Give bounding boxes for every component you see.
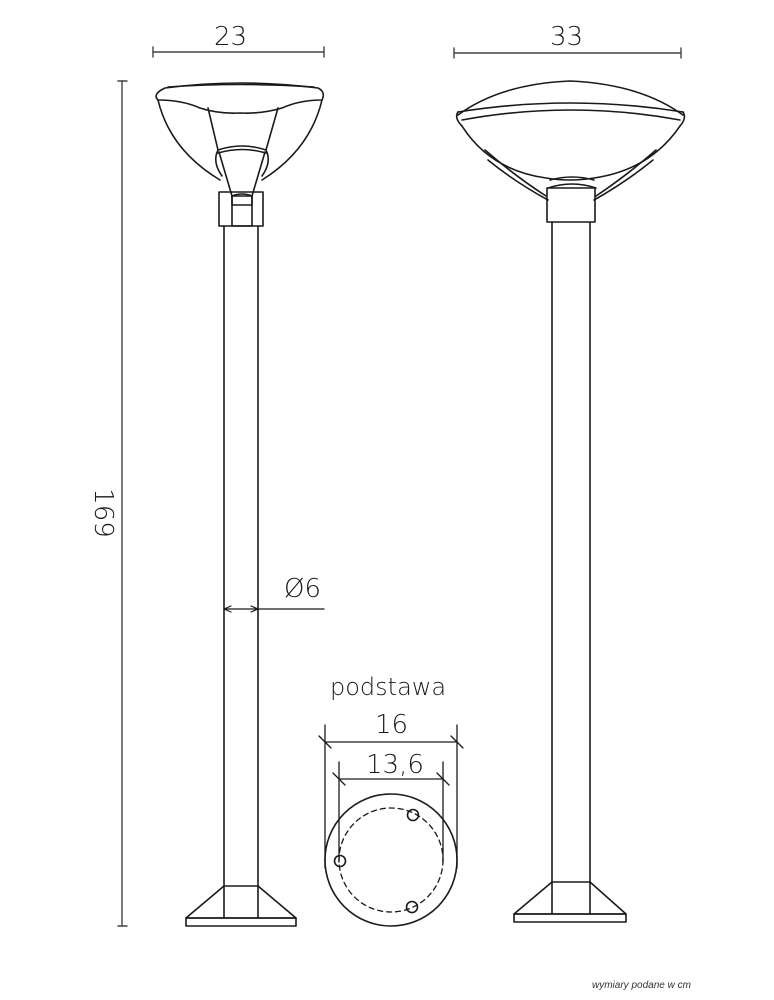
dimension-label-front-width: 23 [214, 22, 248, 52]
dimension-label-base-diameter: 16 [375, 710, 409, 740]
front-view-lamp [155, 82, 325, 927]
dimension-label-pole-diameter: Ø6 [284, 574, 322, 604]
dimension-33-line [453, 47, 682, 59]
base-plan-view [318, 724, 464, 927]
dimension-label-side-width: 33 [550, 22, 584, 52]
dimension-pole-diameter-line [223, 605, 325, 613]
side-view-lamp [455, 80, 686, 923]
dimension-label-bolt-circle: 13,6 [366, 750, 424, 780]
dimension-23-line [152, 46, 325, 58]
base-view-title: podstawa [330, 673, 447, 701]
dimension-169-line [117, 80, 128, 927]
units-footnote: wymiary podane w cm [592, 980, 691, 991]
dimension-label-total-height: 169 [87, 488, 118, 538]
